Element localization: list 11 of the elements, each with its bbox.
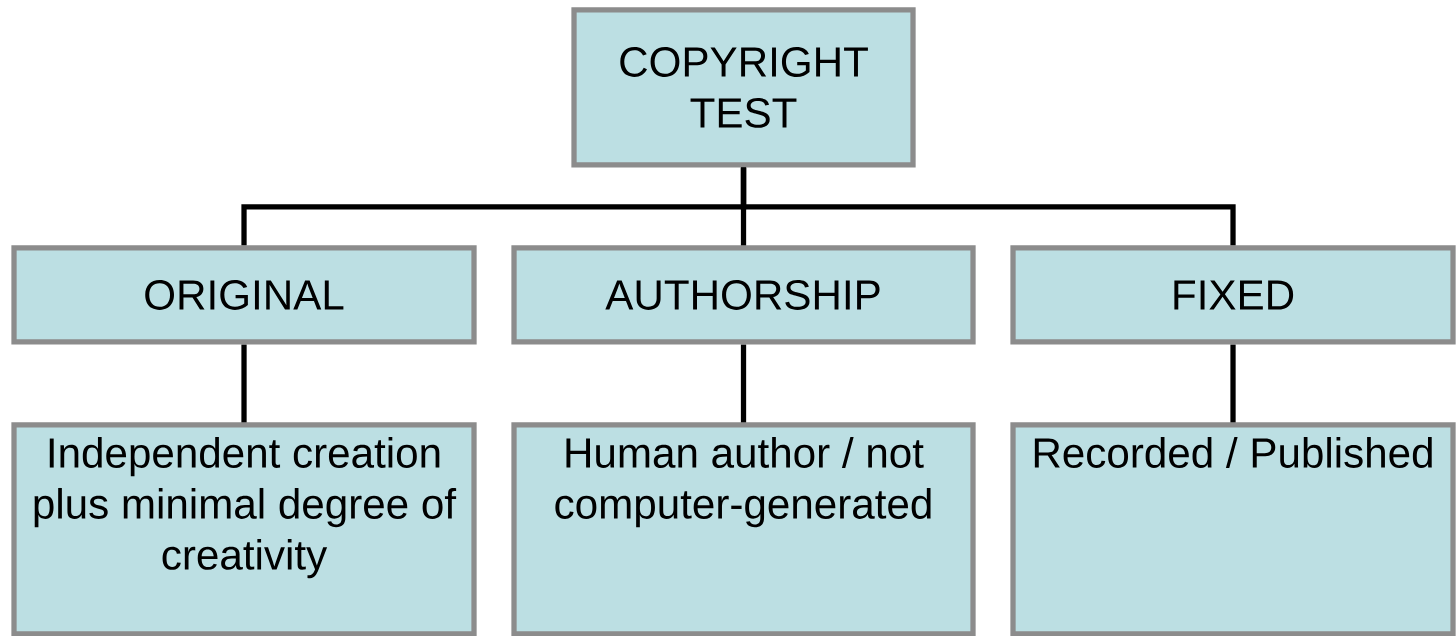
connector-line: [740, 167, 1236, 246]
connector-line: [1230, 344, 1236, 423]
concept-box: COPYRIGHT TEST: [571, 7, 916, 168]
connector-line: [241, 344, 247, 423]
concept-box: ORIGINAL: [11, 245, 477, 345]
concept-box: Human author / not computer-generated: [511, 422, 976, 636]
connector-line: [740, 344, 747, 423]
concept-box: AUTHORSHIP: [511, 245, 976, 345]
concept-box: Recorded / Published: [1010, 422, 1456, 636]
concept-box: FIXED: [1010, 245, 1456, 345]
concept-box: Independent creation plus minimal degree of creativity: [11, 422, 477, 636]
